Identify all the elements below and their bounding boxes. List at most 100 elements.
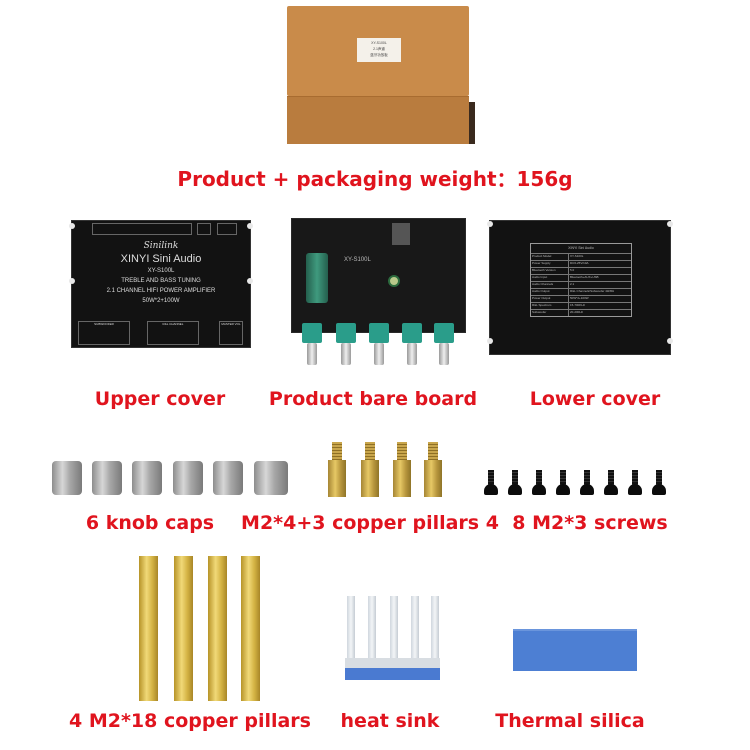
- mount-hole: [247, 278, 253, 284]
- long-pillar-icon: [208, 556, 227, 701]
- heat-sink-fin: [390, 596, 398, 666]
- short-pillar-icon: [424, 442, 442, 497]
- box-side: [469, 102, 475, 144]
- box-lid: XY-S100L 2.1声道 蓝牙功放板: [287, 6, 469, 96]
- upper-cover-title: XINYI Sini Audio: [120, 253, 202, 265]
- heat-sink-fin: [431, 596, 439, 666]
- knob-cap-icon: [92, 461, 122, 495]
- screw-icon: [604, 470, 618, 497]
- heat-sink-fin: [368, 596, 376, 666]
- spec-value: 2.1: [570, 282, 575, 286]
- short-pillar-icon: [328, 442, 346, 497]
- knob-shaft: [307, 343, 317, 365]
- weight-caption: Product + packaging weight：156g: [177, 167, 573, 191]
- usb-port: [392, 223, 410, 245]
- usb-cutout: [217, 223, 237, 235]
- heat-sink-image: [345, 594, 440, 680]
- knob-shaft: [439, 343, 449, 365]
- box-front: [287, 96, 469, 144]
- buzzer-icon: [388, 275, 400, 287]
- spec-value: 20-200Hz: [570, 310, 584, 314]
- spec-key: Bluetooth Version: [531, 268, 569, 274]
- potentiometer: [336, 323, 356, 343]
- heat-sink-base: [345, 658, 440, 668]
- spec-key: Power Supply: [531, 261, 569, 267]
- knob-shaft: [407, 343, 417, 365]
- knob-shaft: [374, 343, 384, 365]
- spec-value: XY-S100L: [570, 254, 584, 258]
- packaging-box-image: XY-S100L 2.1声道 蓝牙功放板: [287, 6, 475, 146]
- long-pillars-label: 4 M2*18 copper pillars: [69, 710, 311, 732]
- knob-cap-icon: [213, 461, 243, 495]
- sticker-line: 蓝牙功放板: [370, 53, 388, 57]
- upper-cover-image: Sinilink XINYI Sini Audio XY-S100L TREBL…: [69, 220, 253, 348]
- heat-sink-fin: [347, 596, 355, 666]
- mount-hole: [69, 278, 75, 284]
- mount-hole: [487, 221, 493, 227]
- short-pillars-label: M2*4+3 copper pillars 4: [241, 512, 499, 534]
- sticker-line: 2.1声道: [373, 47, 385, 51]
- spec-value: 50W*2+100W: [570, 296, 589, 300]
- bare-board-label: Product bare board: [268, 388, 478, 410]
- spec-key: Audio Input: [531, 275, 569, 281]
- group-label: R&L CHANNEL: [162, 322, 184, 326]
- mount-hole: [247, 223, 253, 229]
- group-label: SUBWOOFER: [94, 322, 114, 326]
- long-pillar-icon: [174, 556, 193, 701]
- long-pillar-icon: [139, 556, 158, 701]
- brand-logo: Sinilink: [143, 241, 179, 251]
- short-pillar-icon: [361, 442, 379, 497]
- mount-hole: [69, 223, 75, 229]
- screw-icon: [628, 470, 642, 497]
- heat-sink-fin: [411, 596, 419, 666]
- screws-label: 8 M2*3 screws: [512, 512, 668, 534]
- dc-jack-cutout: [197, 223, 211, 235]
- group-label: MASTER VOL: [221, 322, 241, 326]
- upper-cover-model: XY-S100L: [147, 268, 175, 274]
- spec-key: Subwoofer: [531, 310, 569, 316]
- potentiometer: [402, 323, 422, 343]
- capacitor-icon: [306, 253, 328, 303]
- spec-table-title: XINYI Sini Audio: [568, 246, 594, 250]
- knob-cap-icon: [132, 461, 162, 495]
- potentiometer: [302, 323, 322, 343]
- long-pillar-icon: [241, 556, 260, 701]
- thermal-silica-image: [513, 629, 637, 671]
- board-model: XY-S100L: [344, 257, 371, 263]
- spec-key: R&L Spectrum: [531, 303, 569, 309]
- spec-value: 5.0: [570, 268, 575, 272]
- knob-cap-icon: [173, 461, 203, 495]
- knob-cap-icon: [254, 461, 288, 495]
- upper-cover-line2: 2.1 CHANNEL HIFI POWER AMPLIFIER: [106, 288, 216, 294]
- knob-caps-label: 6 knob caps: [85, 512, 215, 534]
- screw-icon: [652, 470, 666, 497]
- knob-cap-icon: [52, 461, 82, 495]
- heat-sink-pad: [345, 668, 440, 680]
- screw-icon: [484, 470, 498, 497]
- knob-shaft: [341, 343, 351, 365]
- screw-icon: [532, 470, 546, 497]
- upper-cover-label: Upper cover: [94, 388, 226, 410]
- spec-value: 15-700KHz: [570, 303, 586, 307]
- potentiometer: [369, 323, 389, 343]
- short-pillar-icon: [393, 442, 411, 497]
- sticker-line: XY-S100L: [371, 41, 387, 45]
- spec-key: Power Output: [531, 296, 569, 302]
- subwoofer-knob-group: SUBWOOFER: [78, 321, 130, 345]
- spec-key: Audio Channels: [531, 282, 569, 288]
- mount-hole: [667, 221, 673, 227]
- upper-cover-line1: TREBLE AND BASS TUNING: [121, 278, 201, 284]
- screw-icon: [556, 470, 570, 497]
- thermal-silica-label: Thermal silica: [495, 710, 645, 732]
- lower-cover-label: Lower cover: [529, 388, 661, 410]
